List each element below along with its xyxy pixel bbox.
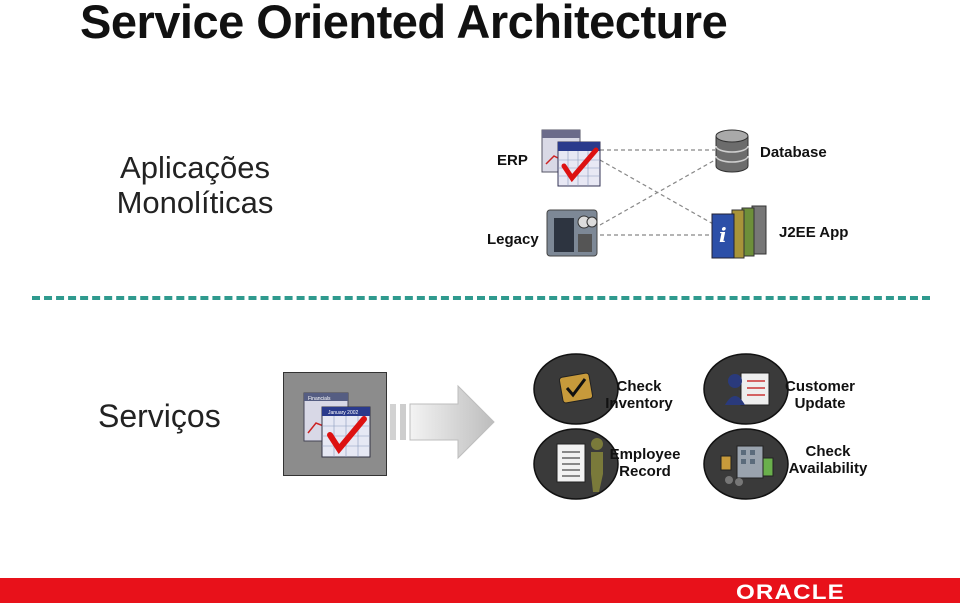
database-icon (715, 129, 749, 173)
footer-bar (0, 578, 960, 603)
erp-label: ERP (497, 152, 528, 169)
services-section-label: Serviços (98, 398, 221, 434)
service-line-1: Check (805, 443, 851, 460)
monolithic-line-1: Aplicações (120, 150, 270, 185)
legacy-database-link (599, 159, 716, 226)
slide-title: Service Oriented Architecture (80, 0, 728, 48)
customer-update-node (703, 353, 789, 425)
oracle-logo: ORACLE (736, 581, 845, 604)
service-label-employee-record: Employee Record (585, 446, 705, 480)
service-line-1: Employee (609, 446, 681, 463)
check-inventory-node (533, 353, 619, 425)
check-availability-node (703, 428, 789, 500)
legacy-label: Legacy (487, 231, 539, 248)
service-label-check-availability: Check Availability (768, 443, 888, 477)
svg-text:i: i (719, 223, 727, 247)
j2ee-label: J2EE App (779, 224, 849, 241)
transform-arrow-icon (390, 384, 495, 460)
calendar-month-text: January 2002 (328, 410, 359, 416)
service-line-2: Update (794, 395, 846, 412)
monolithic-apps-label: Aplicações Monolíticas (100, 150, 290, 220)
service-label-check-inventory: Check Inventory (579, 378, 699, 412)
monolithic-line-2: Monolíticas (116, 185, 274, 220)
database-label: Database (760, 144, 827, 161)
service-label-customer-update: Customer Update (760, 378, 880, 412)
service-source-box: Financials January 2002 (283, 372, 387, 476)
section-divider (32, 296, 930, 300)
calendar-header-text: Financials (308, 396, 331, 402)
financials-calendar-icon: Financials January 2002 (303, 392, 371, 458)
legacy-mainframe-icon (546, 209, 598, 257)
service-line-1: Check (616, 378, 662, 395)
service-line-2: Availability (788, 460, 868, 477)
service-line-2: Inventory (605, 395, 673, 412)
service-line-2: Record (619, 463, 671, 480)
erp-calendar-icon (541, 129, 601, 187)
j2ee-books-icon: i (711, 205, 767, 259)
employee-record-node (533, 428, 619, 500)
service-line-1: Customer (784, 378, 855, 395)
